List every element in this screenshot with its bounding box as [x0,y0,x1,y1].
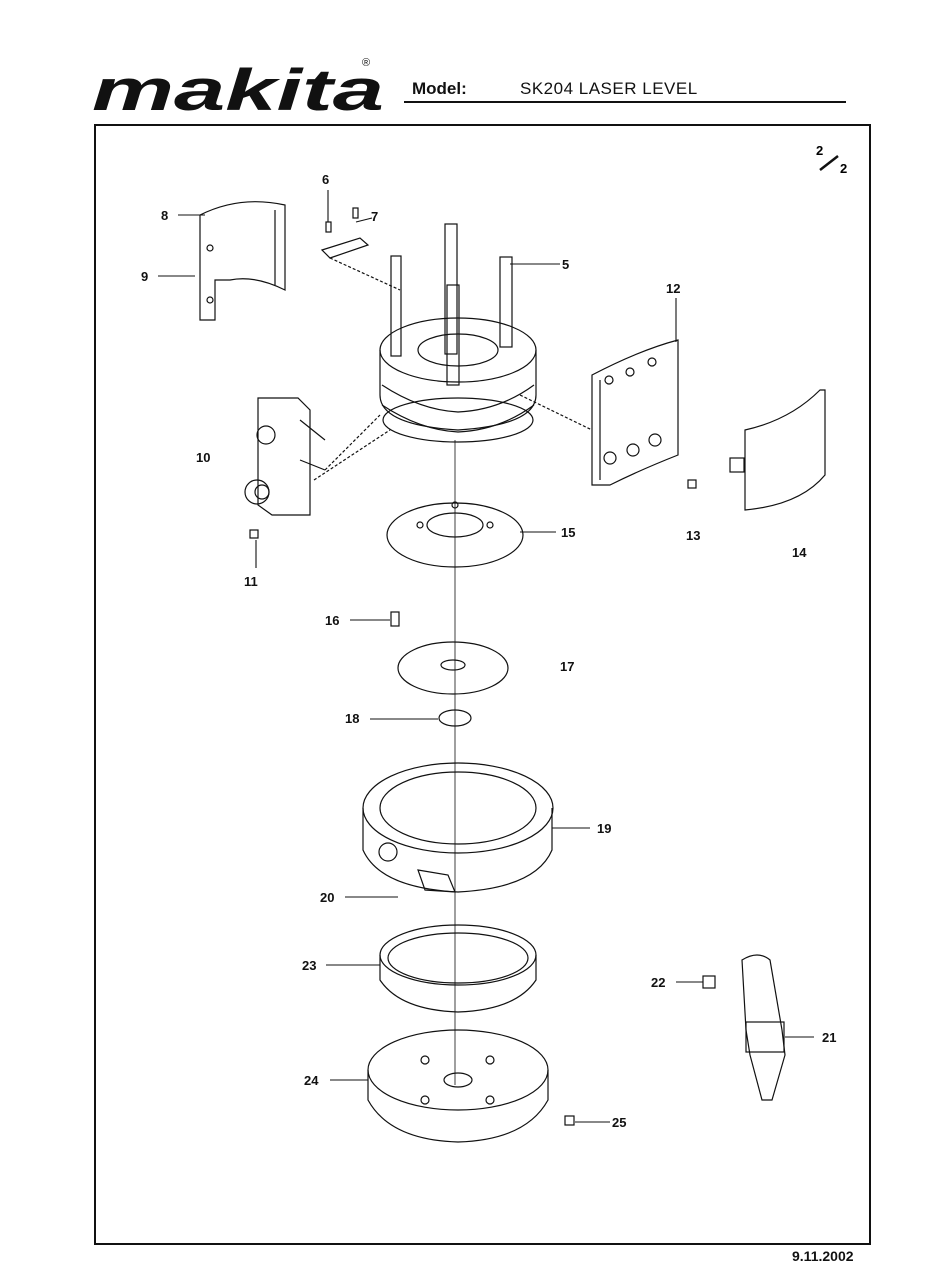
label-part-16: 16 [325,613,339,628]
label-part-21: 21 [822,1030,836,1045]
part-6-7-screws-bracket [320,207,401,291]
label-part-25: 25 [612,1115,626,1130]
label-part-13: 13 [686,528,700,543]
part-25-screw [564,1115,575,1126]
part-24-base [367,1029,549,1143]
part-19-housing [362,762,554,893]
label-part-14: 14 [792,545,807,560]
label-part-12: 12 [666,281,680,296]
diagram-frame [94,124,871,1245]
label-part-20: 20 [320,890,334,905]
label-part-24: 24 [304,1073,319,1088]
document-date: 9.11.2002 [792,1248,854,1264]
label-part-10: 10 [196,450,210,465]
label-part-23: 23 [302,958,316,973]
part-23-ring [379,924,537,1013]
page-number: 2 2 [816,143,847,176]
brand-wordmark: makita [92,58,384,120]
label-part-15: 15 [561,525,575,540]
part-14-side-cover [729,389,826,511]
registered-mark: ® [362,58,370,69]
central-housing [379,223,537,443]
label-part-6: 6 [322,172,329,187]
label-part-9: 9 [141,269,148,284]
model-value: SK204 LASER LEVEL [520,79,698,98]
label-part-7: 7 [371,209,378,224]
part-12-battery-holder [519,339,697,489]
label-part-22: 22 [651,975,665,990]
part-16-screw [390,611,400,627]
part-10-switch-board [244,397,391,539]
page-total: 2 [840,161,847,176]
label-part-11: 11 [244,574,258,589]
part-17-disc [397,641,509,695]
label-part-18: 18 [345,711,359,726]
model-label: Model: [412,79,467,98]
label-part-5: 5 [562,257,569,272]
label-part-8: 8 [161,208,168,223]
label-part-17: 17 [560,659,574,674]
page-current: 2 [816,143,823,158]
makita-logo: makita ® [92,58,384,120]
label-part-19: 19 [597,821,611,836]
model-underline [404,101,846,103]
part-8-side-cover [199,201,286,321]
part-21-tool [702,954,786,1101]
